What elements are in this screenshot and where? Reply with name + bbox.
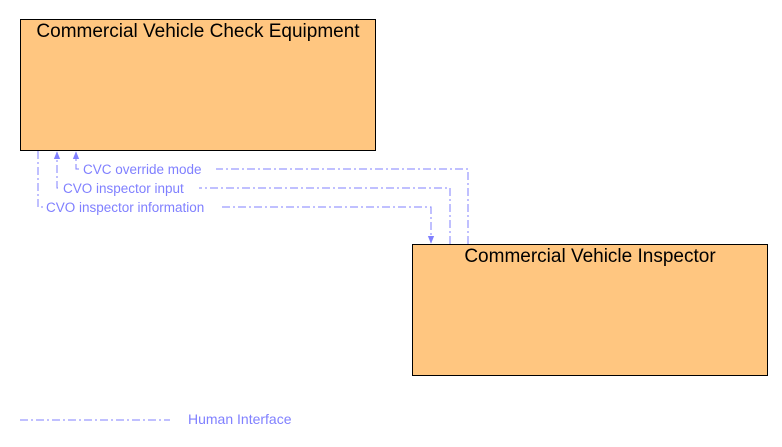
flow-line-cvo-inspector-information (37, 151, 435, 244)
flow-label-cvc-override-mode: CVC override mode (83, 162, 202, 177)
legend-label: Human Interface (188, 411, 292, 427)
commercial-vehicle-inspector-title: Commercial Vehicle Inspector (464, 246, 716, 267)
flow-line-cvo-inspector-input (53, 151, 451, 244)
flow-label-cvo-inspector-input: CVO inspector input (63, 181, 184, 196)
commercial-vehicle-inspector-box: Commercial Vehicle Inspector (412, 244, 768, 376)
flow-label-cvo-inspector-information: CVO inspector information (46, 200, 204, 215)
commercial-vehicle-check-equipment-title: Commercial Vehicle Check Equipment (36, 21, 360, 42)
commercial-vehicle-check-equipment-box: Commercial Vehicle Check Equipment (20, 19, 376, 151)
flow-line-cvc-override-mode (72, 151, 469, 244)
